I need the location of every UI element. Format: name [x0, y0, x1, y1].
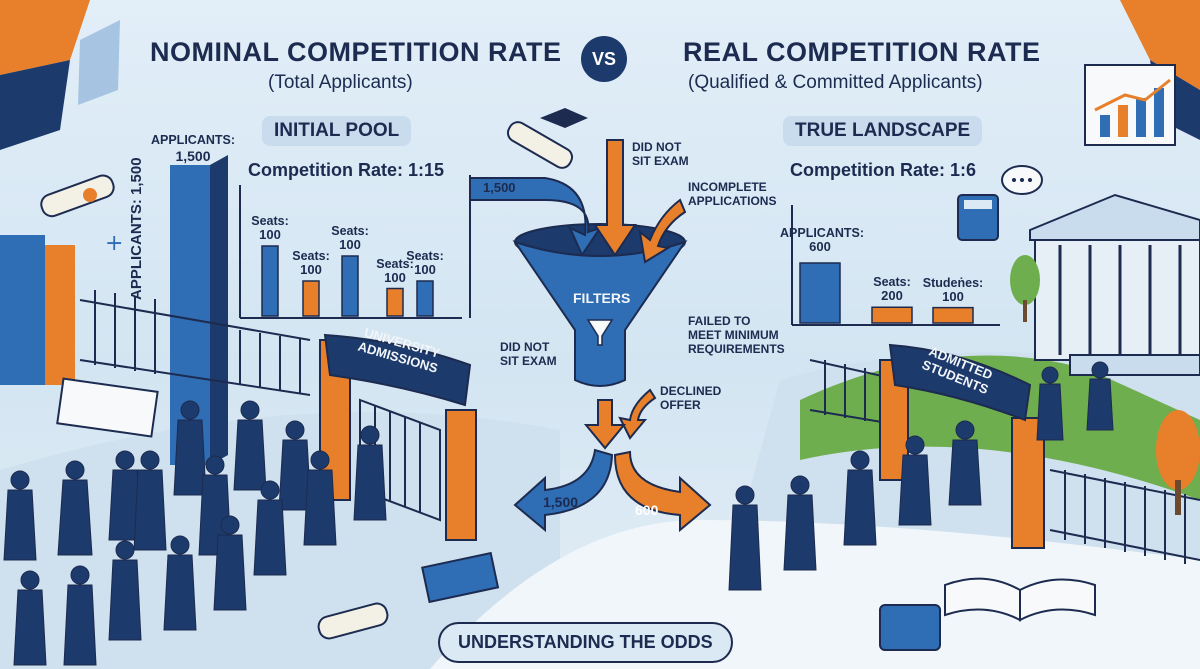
chart-bar-label: Seats:100: [251, 214, 289, 242]
outflow-arrow-right: [613, 450, 712, 533]
university-gate: [319, 333, 477, 541]
chart-bar: [261, 245, 279, 317]
corner-accent-navy: [0, 60, 70, 150]
chart-bar-label: Seats:100: [376, 256, 414, 285]
initial-pool-pill: INITIAL POOL: [262, 116, 412, 146]
left-subtitle: (Total Applicants): [268, 72, 413, 93]
tree-orange: [1156, 410, 1200, 490]
book-orange: [45, 245, 75, 385]
left-competition-rate: Competition Rate: 1:15: [248, 160, 445, 180]
tree-green: [1010, 255, 1040, 305]
open-book-icon: [944, 577, 1096, 622]
true-landscape-pill: TRUE LANDSCAPE: [783, 116, 983, 146]
corner-accent-orange-right: [1120, 0, 1200, 90]
diploma-icon: [40, 174, 115, 218]
calculator-icon-bottom: [879, 604, 941, 651]
university-building: [1029, 193, 1200, 376]
book-icon-bottom: [421, 551, 500, 604]
svg-text:+: +: [105, 231, 123, 256]
funnel-label: FILTERS: [573, 290, 631, 306]
right-subtitle: (Qualified & Committed Applicants): [688, 72, 983, 93]
corner-accent-orange: [0, 0, 90, 75]
filter-arrow-declined: [618, 388, 657, 440]
outflow-arrow-left: [513, 448, 614, 533]
chart-bar: [416, 280, 434, 317]
chart-bar-label: Seats:100: [331, 224, 369, 252]
outflow-right-value: 600: [635, 502, 659, 518]
corner-accent-blue: [78, 20, 120, 105]
book-blue: [0, 235, 45, 385]
chart-bar-label: Studeṅes:100: [922, 275, 984, 304]
chart-bar-label: APPLICANTS:600: [780, 226, 865, 254]
calculator-icon: [957, 194, 999, 241]
applicants-top-label: APPLICANTS: 1,500: [150, 133, 236, 164]
admitted-gate: [879, 343, 1045, 549]
chart-bar-label: Seats:100: [406, 249, 444, 277]
diploma-icon-bottom: [317, 602, 389, 640]
chart-bar-label: Seats:200: [873, 275, 911, 304]
understanding-odds-banner: UNDERSTANDING THE ODDS: [438, 622, 733, 663]
speech-bubble-icon: [1001, 165, 1043, 195]
growth-chart-icon: [1084, 64, 1176, 146]
diploma-icon-top: [506, 108, 588, 169]
chart-bar: [341, 255, 359, 317]
chart-bar-label: Seats:100: [292, 249, 330, 277]
graduate-crowd-left: [3, 400, 387, 666]
outflow-left-value: 1,500: [543, 494, 579, 510]
fence-left: [79, 290, 311, 396]
document-icon: [56, 377, 159, 438]
chart-bar: [386, 287, 404, 317]
inflow-arrow: [469, 177, 603, 258]
left-title: NOMINAL COMPETITION RATE: [150, 37, 562, 67]
chart-bar: [302, 280, 320, 317]
filter-arrow-exam: [593, 139, 637, 257]
vs-badge: VS: [581, 36, 627, 82]
filter-arrow-incomplete: [638, 198, 687, 264]
inflow-value: 1,500: [483, 180, 516, 195]
chart-bar: [871, 306, 913, 324]
chart-bar: [932, 306, 974, 324]
chart-bar: [799, 262, 841, 324]
graduate-crowd-right: [728, 361, 1114, 591]
right-title: REAL COMPETITION RATE: [683, 37, 1041, 67]
right-competition-rate: Competition Rate: 1:6: [790, 160, 977, 180]
filter-arrow-down: [583, 399, 627, 450]
